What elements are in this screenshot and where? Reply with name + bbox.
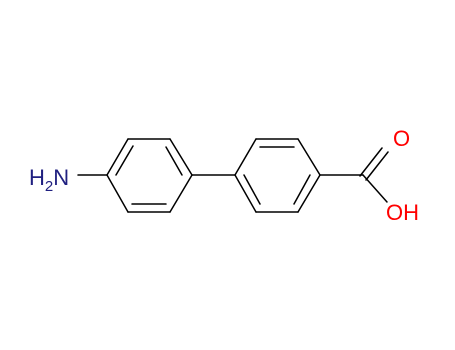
ring-a-double-bond [115,145,134,176]
amine-label: H2N [29,165,69,195]
ring-a-bond [169,174,193,213]
ring-b-double-bond [243,174,261,205]
ring-b-bond [297,138,321,176]
amine-h: H [29,165,45,190]
ring-b-bond [297,174,321,213]
ring-b-bond [234,138,257,176]
ring-a-bond [169,138,193,176]
ring-a-double-bond [165,146,183,176]
carbonyl-double-bond [359,147,383,177]
left-benzene-ring [106,138,193,213]
right-benzene-ring [234,138,321,213]
amine-n: N [53,165,69,190]
ring-a-bond [106,174,129,213]
ring-a-bond [106,138,129,176]
ring-b-bond [234,174,257,213]
carbonyl-double-bond [365,151,389,181]
hydroxyl-bond [362,174,388,203]
ring-b-double-bond [293,174,311,205]
amine-subscript: 2 [45,178,53,195]
hydroxyl-label: OH [386,200,419,225]
carbonyl-oxygen-label: O [393,126,410,151]
